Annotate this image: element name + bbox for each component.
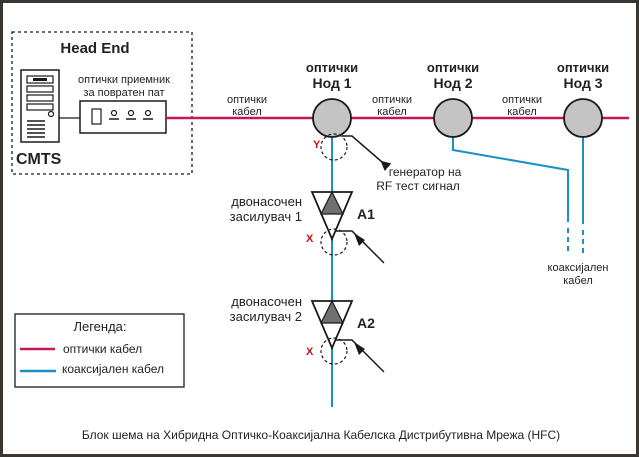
head-end-title: Head End — [60, 40, 129, 57]
node-1-label-line1: оптички — [306, 60, 358, 75]
cmts-server-icon — [20, 69, 60, 143]
legend: Легенда: оптички кабел коаксијален кабел — [14, 313, 185, 388]
optic-cable-label-1-line1: оптички — [227, 94, 267, 106]
optical-node-3: оптички Нод 3 — [557, 60, 609, 138]
optical-receiver-icon — [79, 100, 167, 134]
node-3-label-line1: оптички — [557, 60, 609, 75]
node-2-label-line2: Нод 2 — [433, 75, 472, 91]
optic-cable-label-2-line2: кабел — [377, 106, 407, 118]
coax-cable-node2 — [452, 137, 569, 222]
legend-box — [14, 313, 185, 388]
legend-title: Легенда: — [73, 319, 126, 334]
optic-cable-label-1-line2: кабел — [232, 106, 262, 118]
amp2-id: A2 — [357, 315, 375, 331]
node-2-label-line1: оптички — [427, 60, 479, 75]
amp1-label-line2: засилувач 1 — [230, 209, 302, 224]
test-point-y-label: Y — [313, 139, 321, 151]
generator-label-line1: генератор на — [389, 165, 462, 179]
receiver-label-line1: оптички приемник — [78, 74, 170, 86]
receiver-label-line2: за повратен пат — [83, 87, 164, 99]
node-3-label-line2: Нод 3 — [563, 75, 602, 91]
generator-label-line2: RF тест сигнал — [376, 179, 460, 193]
test-point-x1-label: X — [306, 233, 314, 245]
rf-generator-arrow-a1 — [336, 230, 385, 264]
amp2-label-line2: засилувач 2 — [230, 309, 302, 324]
optical-node-2: оптички Нод 2 — [427, 60, 479, 138]
amp2-up-triangle — [320, 299, 344, 324]
node-1-label-line2: Нод 1 — [312, 75, 351, 91]
arrowhead-a1 — [354, 233, 365, 246]
node-2-circle — [433, 98, 473, 138]
diagram-caption: Блок шема на Хибридна Оптичко-Коаксијалн… — [82, 428, 560, 442]
legend-optic-label: оптички кабел — [63, 342, 142, 356]
amplifier-a1: двонасочен засилувач 1 A1 X — [230, 190, 385, 264]
test-point-x2-label: X — [306, 346, 314, 358]
legend-coax-label: коаксијален кабел — [62, 362, 164, 376]
optic-cable-label-3-line2: кабел — [507, 106, 537, 118]
rf-generator-arrow-node1 — [342, 135, 392, 172]
coax-cable-label-line1: коаксијален — [548, 262, 609, 274]
node-1-circle — [312, 98, 352, 138]
head-end-box — [11, 31, 193, 175]
amp1-label-line1: двонасочен — [231, 194, 302, 209]
amplifier-a2: двонасочен засилувач 2 A2 X — [230, 294, 385, 373]
amp2-label-line1: двонасочен — [231, 294, 302, 309]
coax-cable-label-line2: кабел — [563, 275, 593, 287]
amp1-id: A1 — [357, 206, 375, 222]
cmts-label: CMTS — [16, 151, 62, 168]
optic-cable-label-2-line1: оптички — [372, 94, 412, 106]
optical-node-1: оптички Нод 1 — [306, 60, 358, 138]
optic-cable-label-3-line1: оптички — [502, 94, 542, 106]
test-point-x2-circle — [320, 337, 348, 365]
arrowhead-a2 — [354, 342, 365, 355]
rf-generator-arrow-a2 — [336, 339, 385, 373]
amp1-up-triangle — [320, 190, 344, 215]
test-point-y-circle — [320, 133, 348, 161]
test-point-x1-circle — [320, 228, 348, 256]
node-3-circle — [563, 98, 603, 138]
